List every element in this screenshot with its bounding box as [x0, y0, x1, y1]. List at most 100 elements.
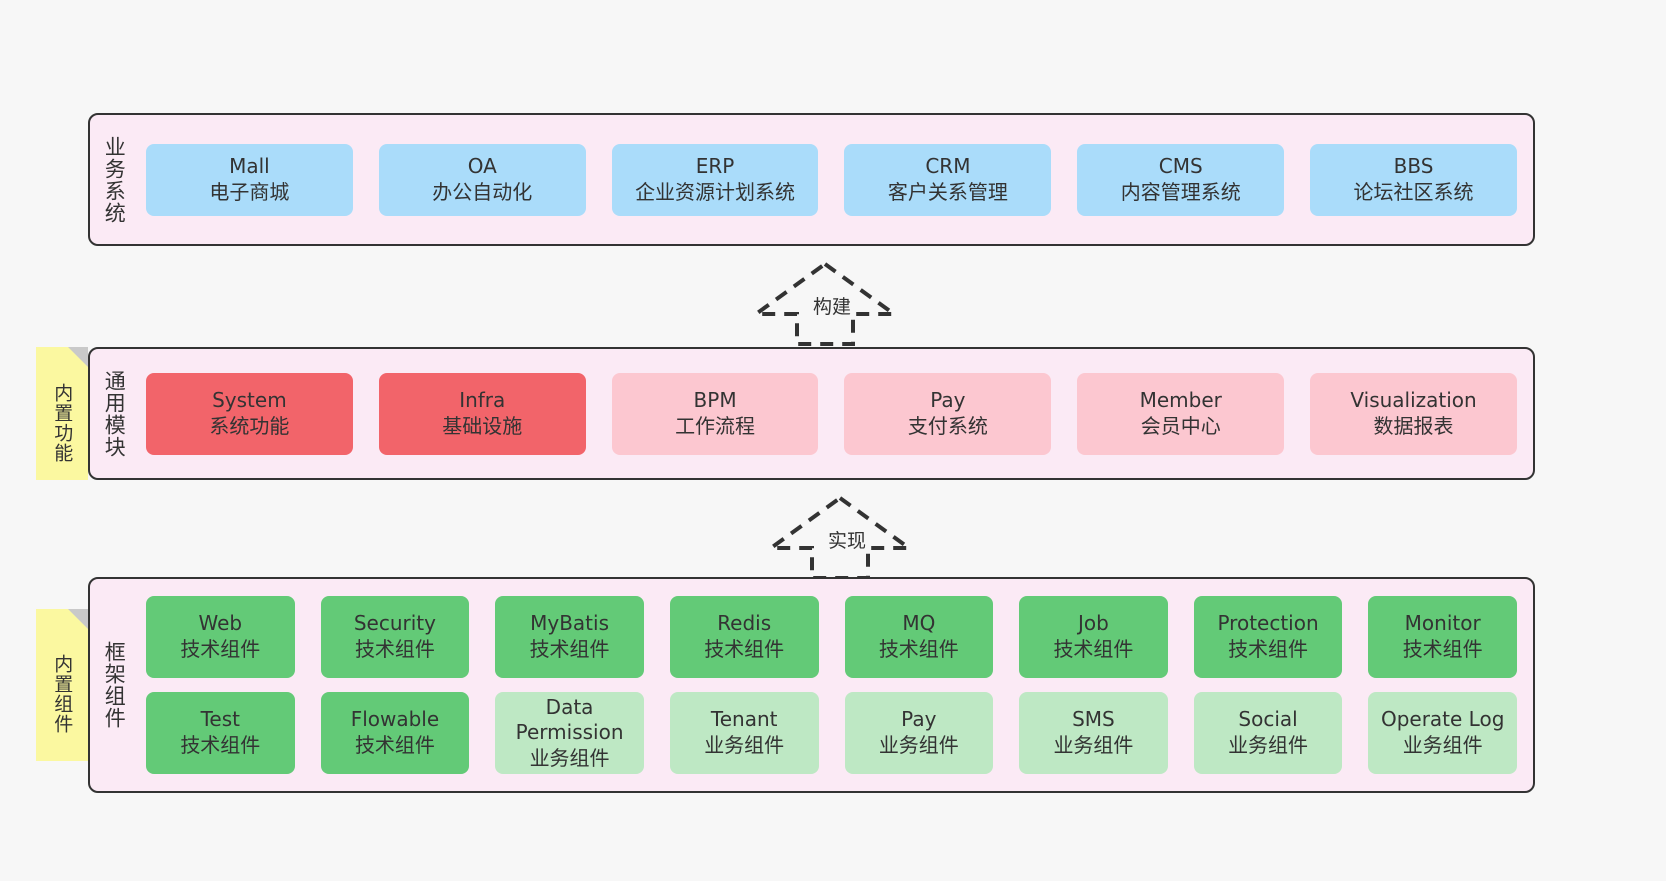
card-subtitle: 支付系统: [907, 413, 988, 438]
card-system[interactable]: System 系统功能: [146, 372, 353, 455]
card-title: Visualization: [1350, 387, 1477, 412]
card-title: Social: [1238, 707, 1298, 732]
card-title: Operate Log: [1380, 707, 1505, 732]
card-job[interactable]: Job 技术组件: [1019, 596, 1168, 678]
card-title: Data Permission: [515, 694, 624, 745]
card-web[interactable]: Web 技术组件: [146, 596, 295, 678]
folded-corner-icon: [68, 609, 88, 629]
card-cms[interactable]: CMS 内容管理系统: [1077, 143, 1285, 216]
connector-build: 构建: [750, 258, 900, 348]
card-title: Infra: [459, 387, 506, 412]
card-title: CRM: [925, 153, 971, 178]
card-security[interactable]: Security 技术组件: [320, 596, 470, 678]
sticky-note-builtin-function: 内置功能: [36, 347, 88, 480]
card-protection[interactable]: Protection 技术组件: [1193, 596, 1343, 678]
card-subtitle: 技术组件: [1053, 637, 1134, 661]
card-infra[interactable]: Infra 基础设施: [378, 372, 586, 455]
card-title: MQ: [902, 611, 936, 636]
card-bbs[interactable]: BBS 论坛社区系统: [1310, 143, 1517, 216]
card-title: Security: [353, 611, 436, 636]
card-title: Tenant: [710, 707, 778, 732]
card-oa[interactable]: OA 办公自动化: [378, 143, 586, 216]
card-bpm[interactable]: BPM 工作流程: [611, 372, 819, 455]
card-title: CMS: [1158, 153, 1203, 178]
card-visualization[interactable]: Visualization 数据报表: [1310, 372, 1517, 455]
card-title: Protection: [1217, 611, 1319, 636]
card-title: Redis: [717, 611, 772, 636]
framework-business-row: Test 技术组件 Flowable 技术组件 Data Permission …: [146, 692, 1517, 774]
sticky-note-label: 内置功能: [51, 382, 74, 463]
card-title: Web: [198, 611, 243, 636]
layer-panel-framework: 框架组件 Web 技术组件 Security 技术组件 MyBatis 技术组件…: [88, 577, 1535, 793]
card-title: BPM: [693, 387, 737, 412]
card-title: Member: [1139, 387, 1222, 412]
sticky-note-label: 内置组件: [51, 654, 74, 734]
panel-body-business: Mall 电子商城 OA 办公自动化 ERP 企业资源计划系统 CRM 客户关系…: [138, 115, 1533, 244]
card-title: SMS: [1072, 707, 1115, 732]
card-title: BBS: [1393, 153, 1434, 178]
card-mq[interactable]: MQ 技术组件: [844, 596, 994, 678]
card-pay[interactable]: Pay 支付系统: [844, 372, 1052, 455]
card-subtitle: 数据报表: [1373, 413, 1454, 438]
card-mybatis[interactable]: MyBatis 技术组件: [495, 596, 644, 678]
card-monitor[interactable]: Monitor 技术组件: [1368, 596, 1517, 678]
card-data-permission[interactable]: Data Permission 业务组件: [495, 692, 644, 774]
card-title: Flowable: [350, 707, 440, 732]
card-flowable[interactable]: Flowable 技术组件: [320, 692, 470, 774]
card-sms[interactable]: SMS 业务组件: [1019, 692, 1168, 774]
card-subtitle: 企业资源计划系统: [635, 179, 796, 204]
card-subtitle: 技术组件: [180, 637, 261, 661]
card-subtitle: 业务组件: [529, 745, 610, 770]
card-title: ERP: [695, 153, 735, 178]
card-title: Pay: [901, 707, 937, 732]
card-member[interactable]: Member 会员中心: [1077, 372, 1285, 455]
card-title: Job: [1078, 611, 1109, 636]
card-subtitle: 业务组件: [704, 733, 785, 757]
card-title: Test: [200, 707, 240, 732]
connector-implement: 实现: [765, 492, 915, 582]
business-card-row: Mall 电子商城 OA 办公自动化 ERP 企业资源计划系统 CRM 客户关系…: [146, 143, 1517, 216]
card-title: MyBatis: [530, 611, 609, 636]
card-subtitle: 技术组件: [1402, 637, 1483, 661]
card-subtitle: 技术组件: [1228, 637, 1309, 661]
connector-build-label: 构建: [813, 296, 852, 318]
panel-body-common: System 系统功能 Infra 基础设施 BPM 工作流程 Pay 支付系统…: [138, 349, 1533, 478]
card-subtitle: 业务组件: [1053, 733, 1134, 757]
card-subtitle: 论坛社区系统: [1353, 179, 1474, 204]
card-subtitle: 电子商城: [209, 179, 290, 204]
layer-panel-common: 通用模块 System 系统功能 Infra 基础设施 BPM 工作流程 Pay…: [88, 347, 1535, 480]
card-test[interactable]: Test 技术组件: [146, 692, 295, 774]
card-title: Pay: [930, 387, 966, 412]
card-subtitle: 技术组件: [354, 637, 435, 661]
card-title: System: [212, 387, 287, 412]
card-subtitle: 客户关系管理: [887, 179, 1008, 204]
card-pay-business[interactable]: Pay 业务组件: [844, 692, 994, 774]
card-subtitle: 会员中心: [1140, 413, 1221, 438]
card-subtitle: 技术组件: [878, 637, 959, 661]
card-mall[interactable]: Mall 电子商城: [146, 143, 353, 216]
card-subtitle: 技术组件: [529, 637, 610, 661]
card-subtitle: 业务组件: [878, 733, 959, 757]
card-title: Monitor: [1404, 611, 1481, 636]
card-subtitle: 工作流程: [675, 413, 756, 438]
sticky-note-builtin-component: 内置组件: [36, 609, 88, 761]
card-subtitle: 基础设施: [442, 413, 523, 438]
common-card-row: System 系统功能 Infra 基础设施 BPM 工作流程 Pay 支付系统…: [146, 372, 1517, 455]
card-title: Mall: [229, 153, 270, 178]
card-erp[interactable]: ERP 企业资源计划系统: [611, 143, 819, 216]
card-operate-log[interactable]: Operate Log 业务组件: [1368, 692, 1517, 774]
card-redis[interactable]: Redis 技术组件: [669, 596, 819, 678]
panel-body-framework: Web 技术组件 Security 技术组件 MyBatis 技术组件 Redi…: [138, 579, 1533, 791]
card-subtitle: 业务组件: [1402, 733, 1483, 757]
folded-corner-icon: [68, 347, 88, 367]
card-subtitle: 内容管理系统: [1120, 179, 1241, 204]
card-subtitle: 技术组件: [180, 733, 261, 757]
card-crm[interactable]: CRM 客户关系管理: [844, 143, 1052, 216]
card-subtitle: 技术组件: [704, 637, 785, 661]
card-subtitle: 业务组件: [1228, 733, 1309, 757]
card-tenant[interactable]: Tenant 业务组件: [669, 692, 819, 774]
card-subtitle: 技术组件: [354, 733, 435, 757]
card-social[interactable]: Social 业务组件: [1193, 692, 1343, 774]
panel-title-business: 业务系统: [102, 135, 127, 224]
